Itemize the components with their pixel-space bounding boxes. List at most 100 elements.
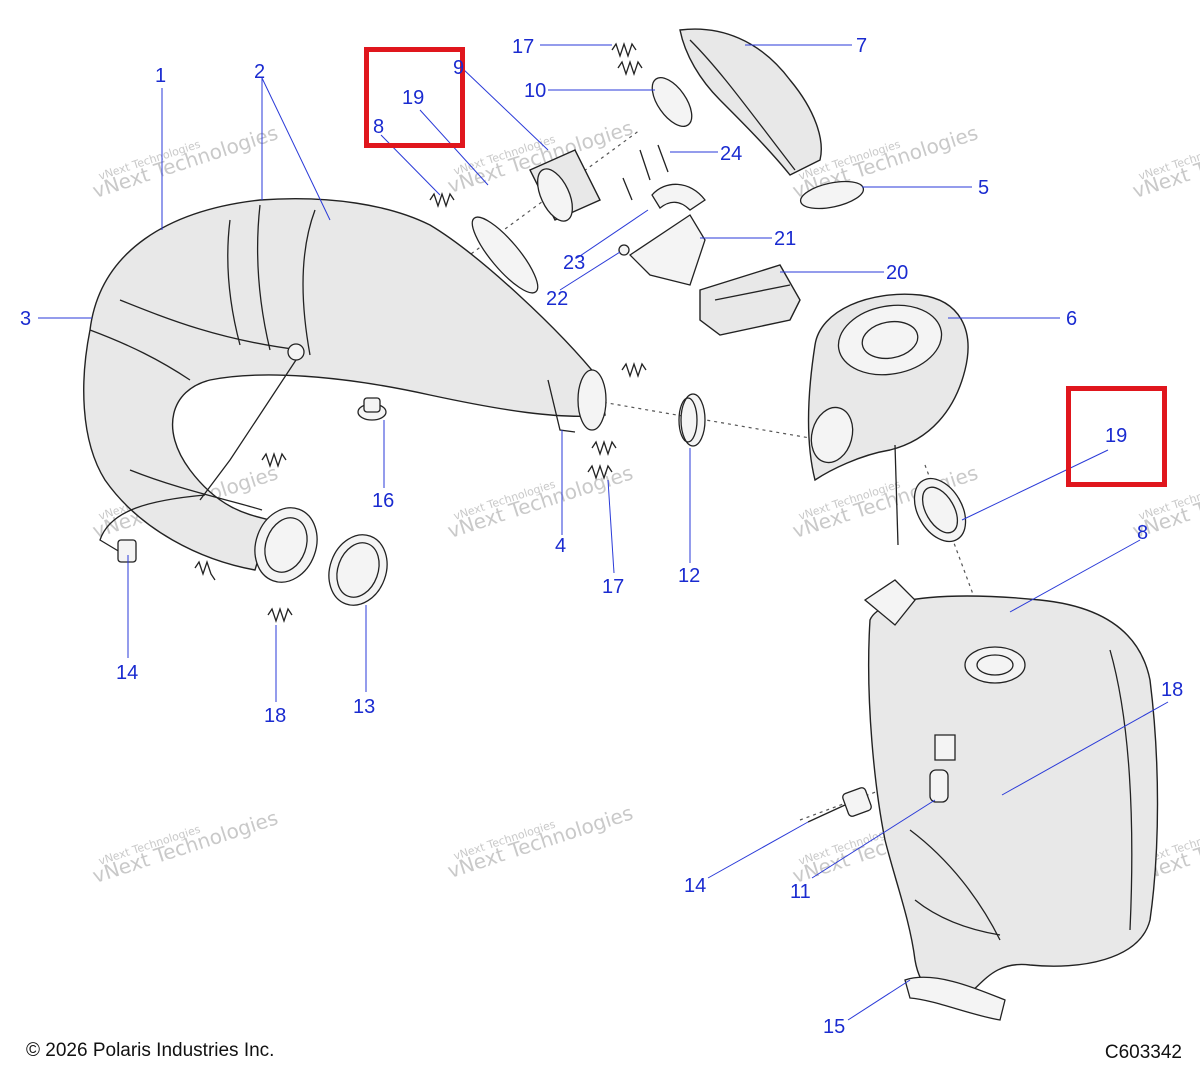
mount-21 xyxy=(628,214,706,286)
leader-18 xyxy=(1001,701,1169,796)
coupler-ring xyxy=(537,168,573,222)
leader-19 xyxy=(961,449,1109,521)
ring xyxy=(328,534,388,606)
callout-10[interactable]: 10 xyxy=(524,80,546,102)
callout-1[interactable]: 1 xyxy=(155,65,166,87)
spring-17 xyxy=(587,463,613,481)
callout-11[interactable]: 11 xyxy=(790,881,811,903)
callout-18[interactable]: 18 xyxy=(264,705,286,727)
spring-18 xyxy=(267,606,293,624)
clamp-19 xyxy=(471,216,967,543)
pipe-contour xyxy=(129,469,263,511)
pipe-band xyxy=(257,204,271,351)
callout-9[interactable]: 9 xyxy=(453,57,464,79)
muffler-bracket xyxy=(914,899,1001,936)
bolts-24 xyxy=(622,144,669,201)
callout-2[interactable]: 2 xyxy=(254,61,265,83)
callout-18[interactable]: 18 xyxy=(1161,679,1183,701)
muffler-inlet-inner xyxy=(976,654,1014,676)
spring-17 xyxy=(617,59,643,77)
watermark: vNext Technologies vNext Technologies xyxy=(1130,121,1200,204)
callout-6[interactable]: 6 xyxy=(1066,308,1077,330)
actuator-20 xyxy=(699,264,801,336)
muffler-port xyxy=(934,734,956,761)
highlight-box-19 xyxy=(1066,386,1167,487)
callout-14[interactable]: 14 xyxy=(116,662,138,684)
plug-16 xyxy=(357,397,387,421)
callout-24[interactable]: 24 xyxy=(720,143,742,165)
clamp-inner xyxy=(921,486,959,534)
muffler-bracket xyxy=(909,829,1001,941)
muffler-seam xyxy=(1109,649,1133,931)
leader-2 xyxy=(261,77,331,221)
pipe-inlet xyxy=(254,507,318,583)
callout-7[interactable]: 7 xyxy=(856,35,867,57)
leader-23 xyxy=(576,209,649,259)
turbo-outlet xyxy=(810,406,854,464)
watermark: vNext Technologies vNext Technologies xyxy=(445,461,636,544)
leader-9 xyxy=(461,67,549,151)
ring-13 xyxy=(328,534,388,606)
turbo-flange xyxy=(837,304,943,376)
spring xyxy=(194,559,216,581)
callout-16[interactable]: 16 xyxy=(372,490,394,512)
muffler-body xyxy=(867,595,1159,1002)
drawing-number: C603342 xyxy=(1104,1042,1182,1063)
callout-23[interactable]: 23 xyxy=(563,252,585,274)
callout-8[interactable]: 8 xyxy=(1137,522,1148,544)
spring xyxy=(261,451,287,469)
shield-15 xyxy=(904,976,1006,1021)
leader-17 xyxy=(607,479,615,574)
svg-text:vNext Technologies: vNext Technologies xyxy=(445,801,636,884)
callout-12[interactable]: 12 xyxy=(678,565,700,587)
highlight-boxes xyxy=(364,47,1167,487)
spring-8 xyxy=(429,191,455,209)
ring-inner xyxy=(678,397,698,443)
clamp xyxy=(913,477,967,543)
callout-19[interactable]: 19 xyxy=(402,87,424,109)
leader-22 xyxy=(559,251,621,291)
callout-13[interactable]: 13 xyxy=(353,696,375,718)
callout-22[interactable]: 22 xyxy=(546,288,568,310)
pipe-contour xyxy=(119,299,301,351)
sensor-harness xyxy=(99,494,206,556)
actuator-body xyxy=(699,264,801,336)
callout-21[interactable]: 21 xyxy=(774,228,796,250)
callout-17[interactable]: 17 xyxy=(512,36,534,58)
turbo-inlet xyxy=(861,320,919,360)
callout-5[interactable]: 5 xyxy=(978,177,989,199)
pipe-body xyxy=(83,198,606,571)
duct-body xyxy=(679,28,822,176)
watermark: vNext Technologies vNext Technologies xyxy=(445,801,636,884)
sleeve-11 xyxy=(929,769,949,803)
sensor-14 xyxy=(807,787,872,823)
callout-15[interactable]: 15 xyxy=(823,1016,845,1038)
copyright-text: © 2026 Polaris Industries Inc. xyxy=(26,1040,275,1061)
callout-19[interactable]: 19 xyxy=(1105,425,1127,447)
callout-14[interactable]: 14 xyxy=(684,875,706,897)
bolt xyxy=(657,144,669,173)
sensor-lead xyxy=(807,804,846,823)
sensor-connector xyxy=(117,539,137,563)
callout-8[interactable]: 8 xyxy=(373,116,384,138)
spring-17 xyxy=(591,439,617,457)
plug-top xyxy=(363,397,381,413)
sensor-body xyxy=(842,787,872,817)
callout-4[interactable]: 4 xyxy=(555,535,566,557)
sensor-boss xyxy=(287,343,305,361)
gasket-10 xyxy=(651,77,693,127)
callout-20[interactable]: 20 xyxy=(886,262,908,284)
actuator-seam xyxy=(714,284,791,301)
callout-17[interactable]: 17 xyxy=(602,576,624,598)
svg-text:vNext Technologies: vNext Technologies xyxy=(90,121,281,204)
pipe-band xyxy=(227,219,241,346)
assembly-line xyxy=(589,399,811,439)
leader-11 xyxy=(811,799,936,879)
pipe-inlet-inner xyxy=(264,517,308,573)
clamp-5 xyxy=(799,180,865,210)
turbo-6 xyxy=(807,293,969,546)
duct-seam xyxy=(689,39,796,171)
callout-3[interactable]: 3 xyxy=(20,308,31,330)
bracket-23 xyxy=(651,183,706,211)
